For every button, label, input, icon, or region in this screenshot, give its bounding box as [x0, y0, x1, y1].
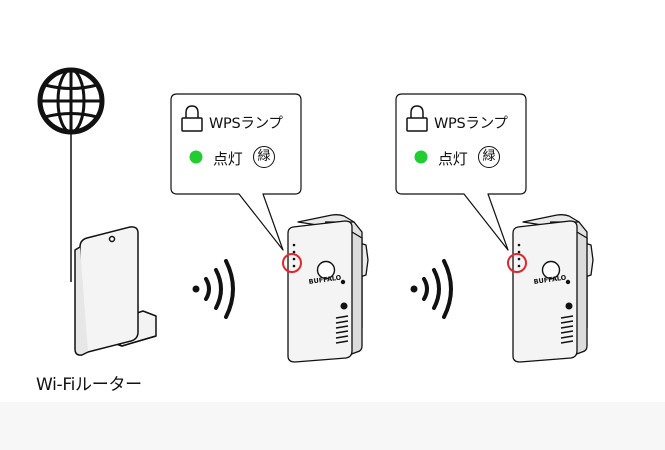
wifi-router-icon: [74, 226, 157, 356]
wps-lamp-on-indicator: [414, 150, 428, 164]
callout-bubble: [170, 93, 302, 251]
globe-icon: [37, 67, 105, 135]
wps-lamp-on-indicator: [189, 150, 203, 164]
footer-band: [0, 402, 665, 450]
wps-lamp-label: WPSランプ: [209, 116, 283, 132]
color-badge: 緑: [478, 146, 500, 168]
lamp-status-text: 点灯: [438, 150, 468, 168]
router-label: Wi-Fiルーター: [36, 375, 142, 395]
lock-icon: [181, 105, 203, 132]
wps-lamp-highlight: [282, 253, 302, 273]
lock-icon: [406, 105, 428, 132]
lamp-status-text: 点灯: [213, 150, 243, 168]
wifi-extender-icon: BUFFALO: [512, 214, 594, 363]
wifi-extender-icon: BUFFALO: [287, 214, 369, 363]
color-badge: 緑: [253, 146, 275, 168]
callout-bubble: [395, 93, 527, 251]
wps-lamp-highlight: [507, 253, 527, 273]
wifi-signal-icon: [410, 259, 453, 319]
wifi-signal-icon: [192, 259, 235, 319]
wps-lamp-label: WPSランプ: [434, 116, 508, 132]
